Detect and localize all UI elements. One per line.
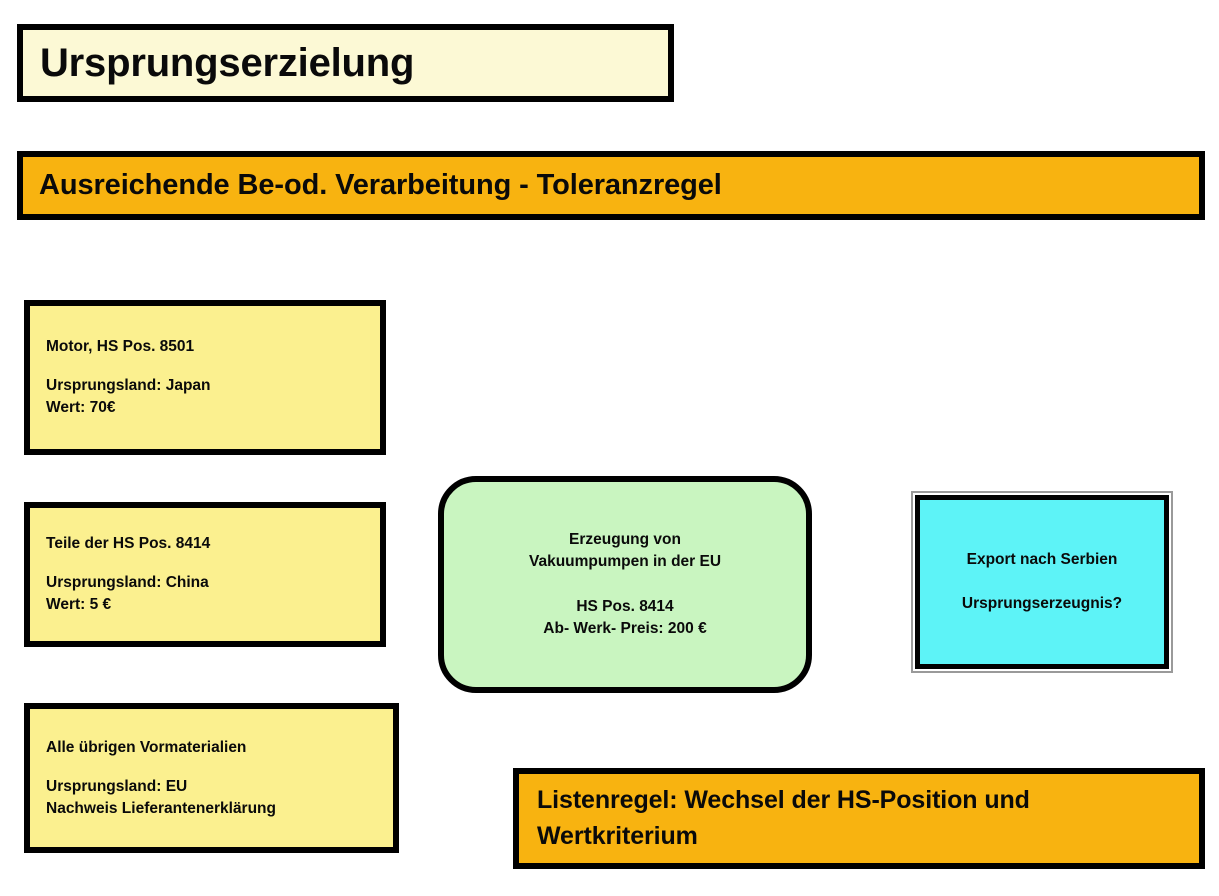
material-name: Teile der HS Pos. 8414 — [46, 535, 211, 552]
material-origin: Ursprungsland: China — [46, 574, 209, 591]
production-ex-works-price: Ab- Werk- Preis: 200 € — [543, 619, 707, 637]
export-card: Export nach Serbien Ursprungserzeugnis? — [915, 495, 1169, 669]
list-rule-line-1: Listenregel: Wechsel der HS-Position und — [537, 786, 1030, 814]
material-value: Wert: 70€ — [46, 399, 116, 416]
material-value: Nachweis Lieferantenerklärung — [46, 799, 276, 817]
list-rule-line-2: Wertkriterium — [537, 821, 698, 850]
export-destination: Export nach Serbien — [966, 551, 1118, 569]
export-question: Ursprungserzeugnis? — [961, 595, 1123, 612]
page-title: Ursprungserzielung — [40, 41, 415, 85]
material-card-teile: Teile der HS Pos. 8414 Ursprungsland: Ch… — [24, 502, 386, 647]
material-name: Alle übrigen Vormaterialien — [46, 738, 247, 756]
production-hs-position: HS Pos. 8414 — [576, 597, 674, 615]
material-card-motor: Motor, HS Pos. 8501 Ursprungsland: Japan… — [24, 300, 386, 455]
section-header-banner: Ausreichende Be-od. Verarbeitung - Toler… — [17, 151, 1205, 220]
list-rule-banner: Listenregel: Wechsel der HS-Position und… — [513, 768, 1205, 869]
page-title-banner: Ursprungserzielung — [17, 24, 674, 102]
production-card: Erzeugung von Vakuumpumpen in der EU HS … — [438, 476, 812, 693]
export-card-frame: Export nach Serbien Ursprungserzeugnis? — [911, 491, 1173, 673]
spacer — [46, 555, 380, 572]
material-value: Wert: 5 € — [46, 596, 112, 613]
production-line-2: Vakuumpumpen in der EU — [528, 553, 722, 571]
material-origin: Ursprungsland: Japan — [46, 377, 211, 394]
spacer — [46, 358, 380, 375]
material-name: Motor, HS Pos. 8501 — [46, 338, 195, 355]
material-card-uebrige: Alle übrigen Vormaterialien Ursprungslan… — [24, 703, 399, 853]
material-origin: Ursprungsland: EU — [46, 777, 188, 795]
section-header-text: Ausreichende Be-od. Verarbeitung - Toler… — [39, 168, 722, 201]
spacer — [46, 759, 393, 776]
production-line-1: Erzeugung von — [569, 530, 681, 548]
